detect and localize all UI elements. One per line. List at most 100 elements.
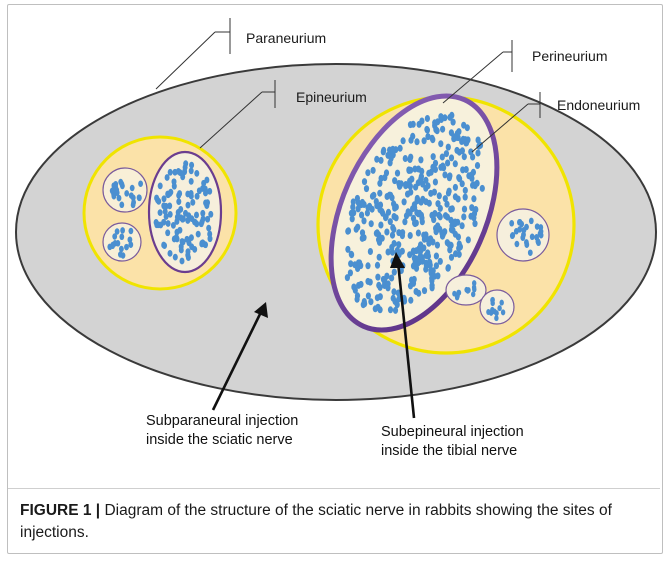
axon-dot xyxy=(196,231,201,238)
axon-dot xyxy=(189,234,194,241)
axon-dot xyxy=(199,240,204,247)
axon-dot xyxy=(385,193,390,200)
axon-dot xyxy=(461,213,466,220)
axon-dot xyxy=(380,235,385,242)
axon-dot xyxy=(449,112,454,119)
axon-dot xyxy=(386,280,391,287)
axon-dot xyxy=(364,185,369,192)
axon-dot xyxy=(408,154,413,161)
axon-dot xyxy=(515,241,520,247)
axon-dot xyxy=(171,222,176,229)
axon-dot xyxy=(349,210,354,217)
axon-dot xyxy=(375,294,380,301)
axon-dot xyxy=(440,126,445,133)
axon-dot xyxy=(464,287,468,293)
axon-dot xyxy=(158,183,163,190)
axon-dot xyxy=(119,234,124,240)
axon-dot xyxy=(457,290,461,296)
axon-dot xyxy=(528,249,533,255)
axon-dot xyxy=(354,226,359,233)
axon-dot xyxy=(453,184,458,191)
axon-dot xyxy=(460,222,465,229)
axon-dot xyxy=(475,149,480,156)
axon-dot xyxy=(377,180,382,187)
axon-dot xyxy=(497,305,501,311)
axon-dot xyxy=(194,212,199,219)
axon-dot xyxy=(396,229,401,236)
axon-dot xyxy=(443,195,448,202)
axon-dot xyxy=(466,236,471,243)
axon-dot xyxy=(414,138,419,145)
left-small-fascicle-upper xyxy=(103,168,147,212)
axon-dot xyxy=(486,309,490,315)
axon-dot xyxy=(384,273,389,280)
axon-dot xyxy=(415,197,420,204)
axon-dot xyxy=(192,219,197,226)
axon-dot xyxy=(359,211,364,218)
axon-dot xyxy=(441,164,446,171)
axon-dot xyxy=(435,272,440,279)
axon-dot xyxy=(161,202,166,209)
axon-dot xyxy=(418,156,423,163)
axon-dot xyxy=(129,228,134,234)
axon-dot xyxy=(204,177,209,184)
axon-dot xyxy=(162,195,167,202)
axon-dot xyxy=(412,276,417,283)
axon-dot xyxy=(365,169,370,176)
axon-dot xyxy=(348,260,353,267)
axon-dot xyxy=(431,153,436,160)
axon-dot xyxy=(178,214,183,221)
axon-dot xyxy=(120,227,125,233)
axon-dot xyxy=(471,195,476,202)
axon-dot xyxy=(172,183,177,190)
axon-dot xyxy=(394,214,399,221)
subepineural-injection-label: Subepineural injection inside the tibial… xyxy=(381,423,524,461)
axon-dot xyxy=(454,147,459,154)
axon-dot xyxy=(449,154,454,161)
axon-dot xyxy=(179,247,184,254)
axon-dot xyxy=(398,145,403,152)
axon-dot xyxy=(194,170,199,177)
axon-dot xyxy=(441,231,446,238)
axon-dot xyxy=(165,229,170,236)
axon-dot xyxy=(408,282,413,289)
axon-dot xyxy=(518,219,523,225)
label-endoneurium: Endoneurium xyxy=(557,97,640,113)
axon-dot xyxy=(158,209,163,216)
axon-dot xyxy=(377,254,382,261)
axon-dot xyxy=(447,174,452,181)
axon-dot xyxy=(510,233,515,239)
subepineural-line-1: Subepineural injection xyxy=(381,423,524,442)
axon-dot xyxy=(509,220,514,226)
axon-dot xyxy=(539,232,544,238)
axon-dot xyxy=(349,251,354,258)
axon-dot xyxy=(403,182,408,189)
axon-dot xyxy=(412,165,417,172)
axon-dot xyxy=(438,140,443,147)
axon-dot xyxy=(430,284,435,291)
axon-dot xyxy=(392,177,397,184)
axon-dot xyxy=(444,150,449,157)
caption-divider xyxy=(8,488,660,489)
axon-dot xyxy=(473,206,478,213)
axon-dot xyxy=(421,232,426,239)
axon-dot xyxy=(408,167,413,174)
axon-dot xyxy=(388,306,393,313)
axon-dot xyxy=(154,195,159,202)
axon-dot xyxy=(116,240,121,246)
axon-dot xyxy=(475,162,480,169)
axon-dot xyxy=(420,181,425,188)
axon-dot xyxy=(413,184,418,191)
axon-dot xyxy=(167,203,172,210)
axon-dot xyxy=(384,228,389,235)
axon-dot xyxy=(423,198,428,205)
axon-dot xyxy=(408,297,413,304)
axon-dot xyxy=(438,205,443,212)
axon-dot xyxy=(375,304,380,311)
label-epineurium: Epineurium xyxy=(296,89,367,105)
axon-dot xyxy=(360,199,365,206)
axon-dot xyxy=(168,211,173,218)
axon-dot xyxy=(462,206,467,213)
axon-dot xyxy=(435,222,440,229)
subparaneural-injection-label: Subparaneural injection inside the sciat… xyxy=(146,412,298,450)
